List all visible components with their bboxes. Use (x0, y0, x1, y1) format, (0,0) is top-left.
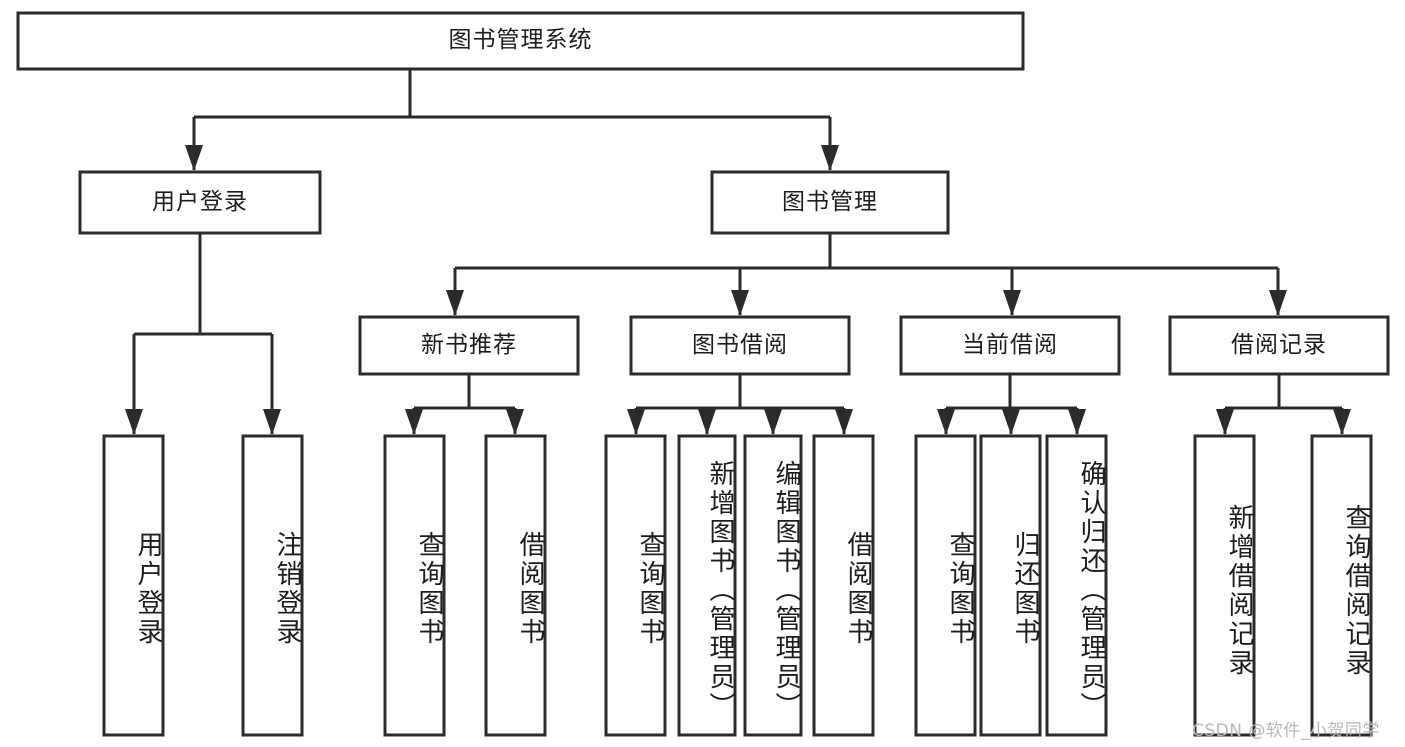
book-mgmt-children-arrowhead-3 (1269, 290, 1287, 316)
csdn-watermark: CSDN @软件_小贺同学 (1192, 721, 1380, 741)
current-children-arrowhead-0 (937, 409, 955, 435)
leaf-node-box[interactable] (604, 434, 667, 737)
leaf-node-box[interactable] (484, 434, 547, 737)
borrow-children-arrowhead-0 (627, 409, 645, 435)
leaf-node-box[interactable] (1193, 434, 1256, 737)
root-node-box[interactable] (16, 11, 1025, 71)
borrow-children-arrowhead-1 (698, 409, 716, 435)
level3-node-box[interactable] (358, 315, 580, 376)
level2-node-box[interactable] (78, 170, 322, 235)
book-mgmt-children-arrowhead-2 (1003, 290, 1021, 316)
book-mgmt-children-arrowhead-1 (731, 290, 749, 316)
root-to-level2-arrowhead-0 (185, 145, 203, 171)
leaf-node-box[interactable] (677, 434, 737, 737)
level3-node-box[interactable] (1168, 315, 1390, 376)
leaf-node-box[interactable] (102, 434, 165, 737)
leaf-node-box[interactable] (812, 434, 875, 737)
user-login-children-arrowhead-0 (125, 409, 143, 435)
level3-node-box[interactable] (629, 315, 851, 376)
level3-node-box[interactable] (899, 315, 1121, 376)
connector-layer (125, 69, 1351, 435)
current-children-arrowhead-2 (1068, 409, 1086, 435)
leaf-node-box[interactable] (743, 434, 803, 737)
leaf-node-box[interactable] (979, 434, 1042, 737)
book-mgmt-children-arrowhead-0 (446, 290, 464, 316)
current-children-arrowhead-1 (1002, 409, 1020, 435)
new-book-children-arrowhead-1 (506, 409, 524, 435)
level2-node-box[interactable] (710, 170, 950, 235)
leaf-node-box[interactable] (1045, 434, 1108, 737)
record-children-arrowhead-1 (1333, 409, 1351, 435)
new-book-children-arrowhead-0 (405, 409, 423, 435)
borrow-children-arrowhead-2 (764, 409, 782, 435)
record-children-arrowhead-0 (1216, 409, 1234, 435)
root-to-level2-arrowhead-1 (821, 145, 839, 171)
borrow-children-arrowhead-3 (835, 409, 853, 435)
leaf-node-box[interactable] (241, 434, 304, 737)
leaf-node-box[interactable] (1310, 434, 1373, 737)
box-layer (16, 11, 1390, 737)
leaf-node-box[interactable] (383, 434, 446, 737)
user-login-children-arrowhead-1 (263, 409, 281, 435)
leaf-node-box[interactable] (914, 434, 977, 737)
